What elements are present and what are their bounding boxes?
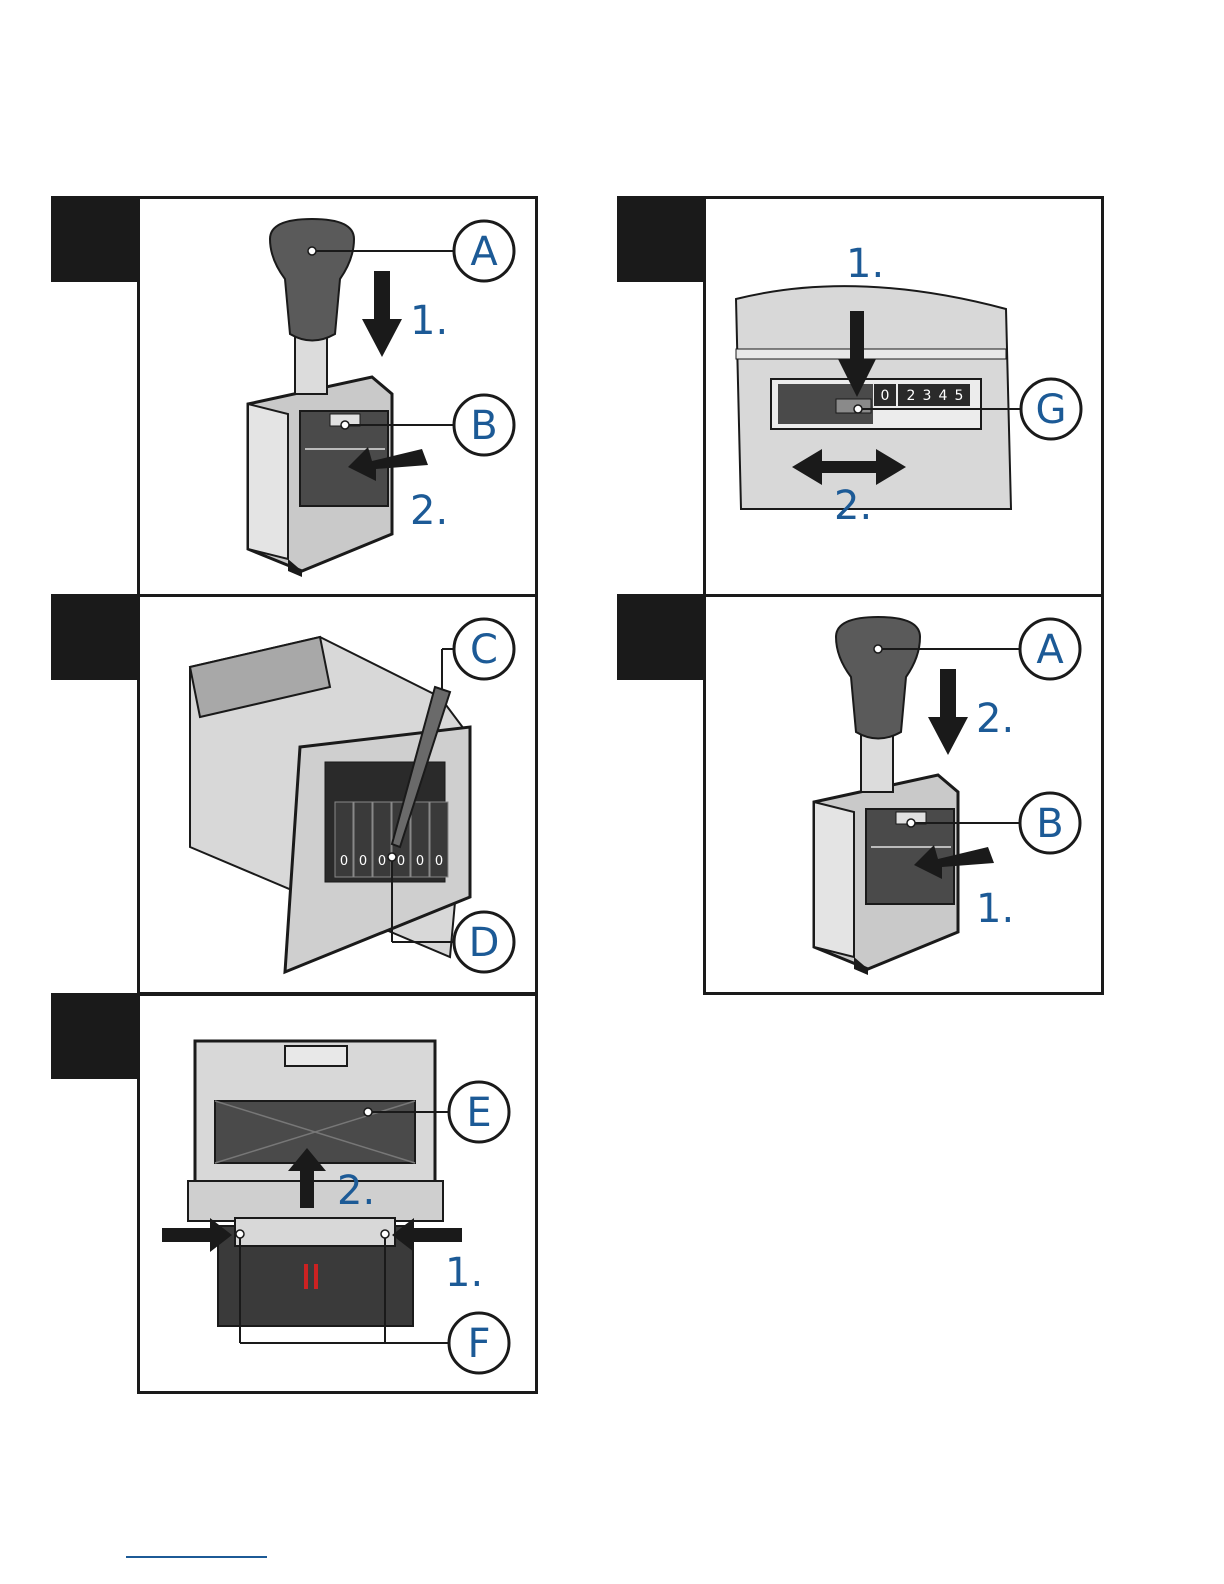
panel-5-illustration: A B 2. 1. [706,597,1104,995]
panel-2-illustration: 0 0 0 0 0 0 C D [140,597,538,995]
svg-text:0: 0 [378,854,386,869]
step-2: 2. [834,483,872,529]
step-2: 2. [337,1168,375,1214]
step-1: 1. [410,298,448,344]
svg-text:0: 0 [359,854,367,869]
callout-A: A [1036,627,1064,673]
panel-5-stamp-lock: A B 2. 1. [703,594,1104,995]
callout-G: G [1036,387,1067,433]
svg-text:0: 0 [881,388,890,404]
step-1: 1. [445,1250,483,1296]
panel-4-illustration: 0 2 3 4 5 G 1. 2. [706,199,1104,597]
selector-digits: 0 2 3 4 5 [874,384,970,406]
panel-tab-1 [51,196,137,282]
callout-D: D [469,920,500,966]
panel-4-repeat-selector: 0 2 3 4 5 G 1. 2. [703,196,1104,597]
svg-text:0: 0 [435,854,443,869]
panel-3-illustration: E F 2. 1. [140,996,538,1394]
panel-1-stamp-release: A B 1. 2. [137,196,538,597]
step-1: 1. [846,241,884,287]
panel-1-illustration: A B 1. 2. [140,199,538,597]
step-1: 1. [976,886,1014,932]
callout-C: C [470,627,498,673]
footer-rule [126,1556,267,1558]
callout-E: E [466,1090,491,1136]
svg-text:0: 0 [416,854,424,869]
panel-3-ink-pad: E F 2. 1. [137,993,538,1394]
svg-text:4: 4 [939,388,948,404]
callout-B: B [1036,801,1063,847]
svg-text:5: 5 [955,388,964,404]
panel-tab-5 [617,594,703,680]
panel-tab-3 [51,993,137,1079]
step-2: 2. [976,696,1014,742]
svg-text:2: 2 [907,388,916,404]
svg-text:0: 0 [340,854,348,869]
panel-tab-2 [51,594,137,680]
callout-F: F [467,1321,490,1367]
svg-text:0: 0 [397,854,405,869]
step-2: 2. [410,488,448,534]
svg-text:3: 3 [923,388,932,404]
panel-tab-4 [617,196,703,282]
callout-B: B [470,403,497,449]
callout-A: A [470,229,498,275]
panel-2-wheel-adjust: 0 0 0 0 0 0 C D [137,594,538,995]
